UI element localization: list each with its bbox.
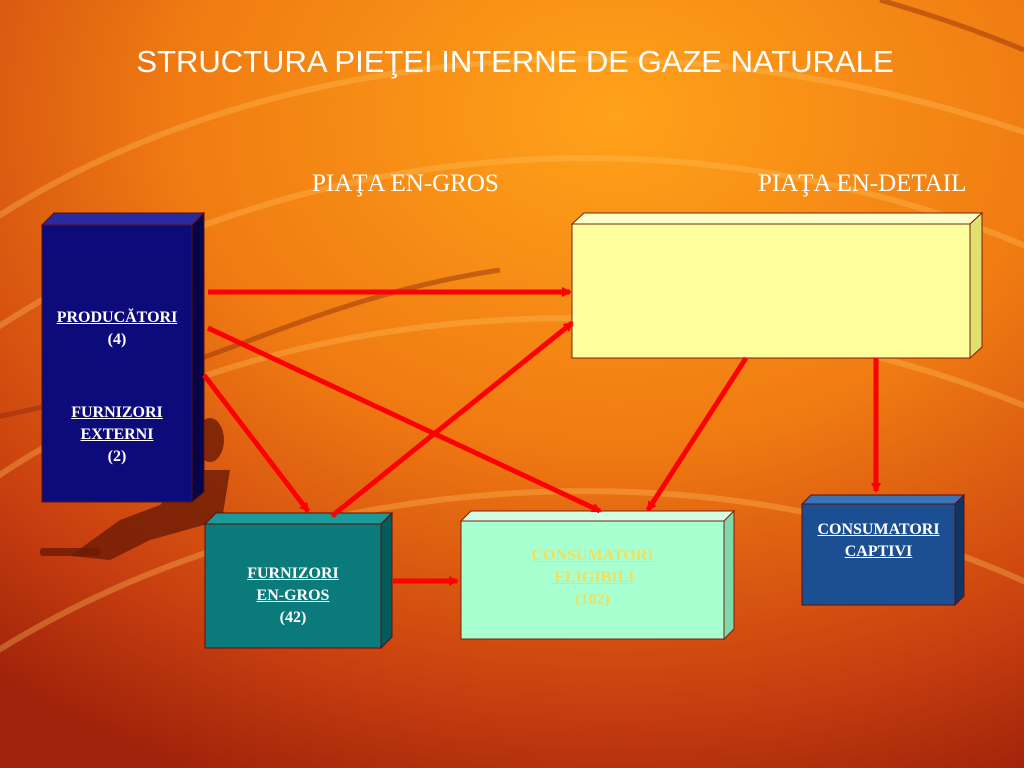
retail-market-box — [570, 211, 984, 360]
producers-count: (4) — [107, 331, 127, 348]
captive-consumers-box — [800, 493, 966, 607]
eligible-label-1[interactable]: CONSUMATORI — [531, 547, 654, 564]
arrow-wholesale-to-retail — [330, 321, 574, 518]
external-label-1[interactable]: FURNIZORI — [71, 404, 163, 421]
retail-market-label: PIAŢA EN-DETAIL — [758, 170, 967, 197]
external-count: (2) — [107, 448, 127, 465]
wholesale-suppliers-text: FURNIZORI EN-GROS (42) — [205, 563, 381, 629]
eligible-consumers-box — [459, 509, 736, 641]
wholesale-label-1[interactable]: FURNIZORI — [247, 565, 339, 582]
producers-label[interactable]: PRODUCĂTORI — [56, 309, 178, 326]
external-suppliers-text: FURNIZORI EXTERNI (2) — [42, 402, 192, 468]
captive-label-2[interactable]: CAPTIVI — [844, 543, 913, 560]
eligible-label-2[interactable]: ELIGIBILI — [550, 569, 635, 586]
eligible-count: (102) — [575, 591, 610, 608]
external-label-2[interactable]: EXTERNI — [80, 426, 154, 443]
captive-label-1[interactable]: CONSUMATORI — [817, 521, 940, 538]
arrow-retail-to-eligible — [645, 356, 749, 512]
captive-consumers-text: CONSUMATORI CAPTIVI — [802, 519, 955, 563]
producers-text: PRODUCĂTORI (4) — [42, 307, 192, 351]
eligible-consumers-text: CONSUMATORI ELIGIBILI (102) — [461, 545, 724, 611]
wholesale-suppliers-box — [203, 511, 394, 650]
wholesale-market-label: PIAŢA EN-GROS — [312, 170, 499, 197]
producers-box — [40, 211, 206, 504]
arrow-producers-to-eligible — [206, 325, 602, 514]
arrow-producers-to-wholesale — [202, 373, 310, 513]
wholesale-count: (42) — [279, 609, 307, 626]
slide-title: STRUCTURA PIEŢEI INTERNE DE GAZE NATURAL… — [136, 44, 894, 79]
wholesale-label-2[interactable]: EN-GROS — [256, 587, 330, 604]
